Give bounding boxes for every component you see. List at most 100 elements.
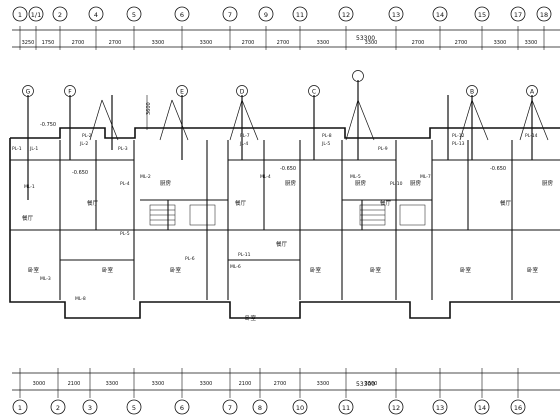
top-axis-bubble — [52, 6, 68, 22]
pipe-diagonals — [89, 99, 549, 141]
top-axis-label: 9 — [264, 11, 268, 19]
pipe-tag: JL-1 — [29, 146, 38, 152]
bottom-dim-label: 3300 — [365, 381, 378, 387]
bottom-axis-label: 16 — [514, 404, 522, 412]
top-axis-label: 7 — [228, 11, 232, 19]
bottom-axis-bubble — [252, 399, 268, 415]
svg-text:3600: 3600 — [146, 102, 152, 115]
top-dim-label: 2700 — [109, 40, 122, 46]
bottom-axis-label: 8 — [258, 404, 262, 412]
bottom-dim-label: 3300 — [152, 381, 165, 387]
drain-tag: ML-7 — [420, 174, 431, 180]
top-dim-label: 2700 — [412, 40, 425, 46]
bottom-axis-bubble — [222, 399, 238, 415]
top-axis-label: 13 — [392, 11, 400, 19]
elevation-label: -0.750 — [40, 122, 56, 128]
bottom-dimension-line — [12, 372, 560, 391]
pipe-tag: PL-4 — [120, 181, 130, 187]
bottom-axis-label: 7 — [228, 404, 232, 412]
bottom-axis-bubble — [50, 399, 66, 415]
top-dim-label: 3300 — [365, 40, 378, 46]
bottom-axis-bubble — [126, 399, 142, 415]
top-dim-label: 2700 — [277, 40, 290, 46]
room-label-kitchen: 厨房 — [160, 179, 172, 187]
room-label-living: 餐厅 — [380, 199, 392, 207]
top-dim-label: 3300 — [200, 40, 213, 46]
top-axis-bubble — [474, 6, 490, 22]
drain-tag: ML-1 — [24, 184, 35, 190]
top-axis-bubble — [12, 6, 28, 22]
inner-axis-label: D — [240, 89, 245, 96]
pipe-tag: PL-5 — [120, 231, 130, 237]
inner-axis-bubble — [352, 70, 364, 82]
drain-tag: ML-3 — [40, 276, 51, 282]
bottom-axis-bubble — [292, 399, 308, 415]
top-dimension-line — [12, 29, 560, 48]
bottom-axis-label: 6 — [180, 404, 184, 412]
bottom-axis-label: 5 — [132, 404, 136, 412]
pipe-tag: PL-13 — [452, 141, 465, 147]
top-dim-label: 3300 — [494, 40, 507, 46]
pipe-tag: PL-14 — [525, 133, 538, 139]
drain-tag: ML-2 — [140, 174, 151, 180]
room-label-kitchen: 厨房 — [542, 179, 554, 187]
pipe-tag: PL-3 — [118, 146, 128, 152]
inner-axis-label: E — [180, 89, 184, 96]
pipe-tag: PL-7 — [240, 133, 250, 139]
bottom-total-dim: 53300 — [356, 381, 375, 388]
bottom-dim-label: 3300 — [106, 381, 119, 387]
room-label-bedroom: 卧室 — [460, 266, 472, 274]
top-axis-bubble — [292, 6, 308, 22]
stair-blocks — [149, 204, 426, 226]
pipe-tag: JL-2 — [79, 141, 88, 147]
room-label-bedroom: 卧室 — [28, 266, 40, 274]
top-axis-label: 6 — [180, 11, 184, 19]
bottom-dim-label: 3000 — [33, 381, 46, 387]
room-label-bedroom: 卧室 — [102, 266, 114, 274]
top-total-dim: 53300 — [356, 35, 375, 42]
room-label-bedroom: 卧室 — [527, 266, 539, 274]
pipe-tag: PL-11 — [238, 252, 251, 258]
top-axis-bubble — [258, 6, 274, 22]
bottom-dim-label: 2100 — [68, 381, 81, 387]
top-dim-label: 3300 — [317, 40, 330, 46]
bottom-axis-bubble — [82, 399, 98, 415]
top-axis-label: 18 — [540, 11, 548, 19]
elevation-label: -0.650 — [72, 170, 88, 176]
bottom-axis-bubble — [388, 399, 404, 415]
bottom-axis-label: 10 — [296, 404, 304, 412]
inner-axis-label: A — [530, 89, 535, 96]
top-axis-bubble — [28, 6, 44, 22]
bottom-axis-label: 3 — [88, 404, 92, 412]
bottom-axis-label: 13 — [436, 404, 444, 412]
top-axis-bubble — [88, 6, 104, 22]
pipe-tag: JL-4 — [239, 141, 248, 147]
pipe-risers — [27, 80, 533, 200]
top-axis-label: 12 — [342, 11, 350, 19]
room-label-bedroom: 卧室 — [170, 266, 182, 274]
top-axis-label: 5 — [132, 11, 136, 19]
pipe-tag: PL-12 — [452, 133, 465, 139]
room-label-living: 餐厅 — [87, 199, 99, 207]
top-axis-label: 1 — [18, 11, 22, 19]
bottom-dim-label: 3300 — [200, 381, 213, 387]
bottom-axis-bubble — [12, 399, 28, 415]
drain-tag: ML-5 — [350, 174, 361, 180]
top-axis-label: 15 — [478, 11, 486, 19]
room-label-kitchen: 厨房 — [285, 179, 297, 187]
bottom-axis-bubble — [338, 399, 354, 415]
inner-axis-label: B — [470, 89, 474, 96]
bottom-axis-bubble — [174, 399, 190, 415]
top-axis-label: 17 — [514, 11, 522, 19]
drain-tag: ML-8 — [75, 296, 86, 302]
bottom-dim-label: 2700 — [274, 381, 287, 387]
top-axis-bubble — [510, 6, 526, 22]
top-axis-label: 4 — [94, 11, 98, 19]
room-label-bedroom: 卧室 — [245, 314, 257, 322]
room-label-kitchen: 厨房 — [410, 179, 422, 187]
top-dim-label: 3300 — [152, 40, 165, 46]
